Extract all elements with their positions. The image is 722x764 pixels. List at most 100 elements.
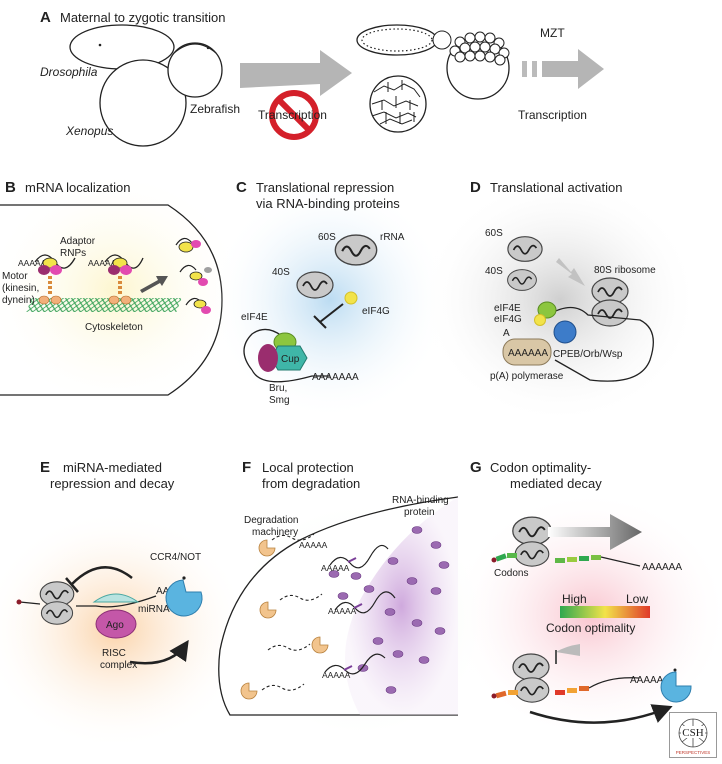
label-risc-2: complex: [100, 660, 137, 671]
panel-e-letter: E: [40, 459, 50, 476]
csh-perspectives-logo: CSH PERSPECTIVES: [669, 712, 717, 758]
label-bru-2: Smg: [269, 395, 290, 406]
blocked-transcription-label: Transcription: [258, 108, 327, 122]
zebrafish-embryo: [167, 42, 223, 98]
panel-c-title-1: Translational repression: [256, 180, 394, 195]
adaptor-label-1: Adaptor: [60, 236, 96, 247]
motor-label-3: dynein): [2, 295, 35, 306]
panel-e-title-1: miRNA-mediated: [63, 460, 162, 475]
label-ago: Ago: [106, 620, 124, 631]
label-risc-1: RISC: [102, 648, 126, 659]
panel-f-title-2: from degradation: [262, 476, 360, 491]
motor-label-1: Motor: [2, 271, 28, 282]
ribosome-g-top: [511, 516, 553, 546]
svg-text:AAAAA: AAAAA: [88, 258, 117, 268]
nonoptimal-codons: [495, 677, 640, 699]
repression-arc: [71, 566, 133, 585]
label-polya-g2: AAAAA: [630, 675, 664, 686]
label-codons: Codons: [494, 568, 528, 579]
panel-b-title: mRNA localization: [25, 180, 131, 195]
label-40s-d: 40S: [485, 266, 503, 277]
panel-b: B mRNA localization Cytoskeleton Adaptor…: [0, 170, 245, 410]
panel-f-letter: F: [242, 459, 251, 476]
adaptor-label-2: RNPs: [60, 248, 86, 259]
decay-arrow-g: [529, 704, 673, 724]
rbp-particles: [328, 526, 450, 694]
rbp-binding-marks: [343, 557, 363, 671]
panel-c-letter: C: [236, 179, 247, 196]
ago-protein: [95, 609, 137, 639]
ccr4-not-pacman: [165, 579, 203, 617]
svg-text:AAAAA: AAAAA: [18, 258, 47, 268]
label-low: Low: [626, 592, 648, 606]
transport-arrow: [140, 276, 168, 293]
panel-g-letter: G: [470, 459, 482, 476]
panel-g: G Codon optimality- mediated decay AAAAA…: [450, 459, 722, 740]
label-rrna: rRNA: [380, 232, 405, 243]
label-polymerase: p(A) polymerase: [490, 371, 564, 382]
svg-text:AAAAA: AAAAA: [322, 670, 351, 680]
panel-b-letter: B: [5, 179, 16, 196]
label-rbp-1: RNA-binding: [392, 495, 449, 506]
codon-optimality-bar: [560, 606, 650, 618]
degraded-mrnas: [261, 533, 323, 691]
label-60s: 60S: [318, 232, 336, 243]
mrna-e: [19, 595, 157, 608]
label-cup: Cup: [281, 354, 300, 365]
eif4g-protein: [344, 291, 358, 305]
panel-c: C Translational repression via RNA-bindi…: [210, 179, 450, 420]
zebrafish-cell: [173, 43, 217, 54]
degradation-pacmen: [240, 539, 329, 700]
panel-g-title-1: Codon optimality-: [490, 460, 591, 475]
motor-label-2: (kinesin,: [2, 283, 39, 294]
panel-d-title: Translational activation: [490, 180, 622, 195]
mzt-label: MZT: [540, 26, 565, 40]
anchored-rnps: [175, 237, 212, 314]
panel-a-letter: A: [40, 9, 51, 26]
label-40s: 40S: [272, 267, 290, 278]
label-polya-d: AAAAAA: [508, 348, 548, 359]
zebrafish-label: Zebrafish: [190, 102, 240, 116]
cytoskeleton-filament: [26, 298, 182, 312]
protected-region: [345, 497, 458, 715]
development-arrow: [240, 50, 352, 96]
label-optimality: Codon optimality: [546, 621, 635, 635]
mirna-duplex: [92, 593, 140, 603]
xenopus-embryo: [99, 59, 187, 147]
bru-protein: [258, 344, 278, 372]
label-cpeb: CPEB/Orb/Wsp: [553, 349, 623, 360]
cpeb-protein: [553, 320, 577, 344]
polya-polymerase: [502, 338, 552, 366]
label-polya: AAAAAAA: [312, 372, 359, 383]
logo-name: CSH: [682, 727, 703, 739]
cytoskeleton-label: Cytoskeleton: [85, 322, 143, 333]
assembly-arrow: [556, 258, 585, 286]
label-eif4g: eIF4G: [362, 306, 390, 317]
eif4g-d: [534, 314, 546, 326]
fast-translation-arrow: [548, 514, 642, 550]
drosophila-nucleus: [98, 43, 102, 47]
inhibition-line: [319, 303, 344, 323]
panel-d: D Translational activation 60S 40S 80S r…: [420, 175, 700, 425]
label-polya-f: AAAAA: [299, 540, 328, 550]
label-rbp-2: protein: [404, 507, 435, 518]
mrna-loop: [243, 328, 283, 371]
ribosome-80s: [591, 299, 629, 327]
label-polya-g: AAAAAA: [642, 562, 682, 573]
eif4e-d: [537, 301, 557, 319]
label-eif4g-d: eIF4G: [494, 314, 522, 325]
label-eif4e-d: eIF4E: [494, 303, 521, 314]
panel-e: E miRNA-mediated repression and decay Ag…: [0, 459, 250, 750]
label-high: High: [562, 592, 587, 606]
ribosome-40s-d: [506, 268, 538, 292]
drosophila-label: Drosophila: [40, 65, 98, 79]
ribosome-40s: [296, 271, 334, 299]
logo-tagline: PERSPECTIVES: [676, 750, 711, 755]
ribosome-60s: [334, 233, 378, 267]
mzt-arrow: [542, 49, 604, 89]
panel-c-title-2: via RNA-binding proteins: [256, 196, 400, 211]
ribosome-60s-d: [506, 235, 543, 263]
motor-complex-1: AAAAA: [18, 254, 76, 305]
label-60s-d: 60S: [485, 228, 503, 239]
